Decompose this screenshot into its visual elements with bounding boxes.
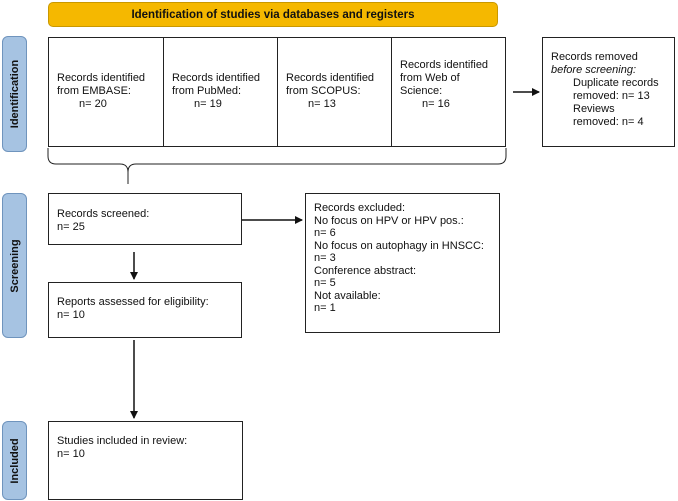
source-count: n= 13 (308, 98, 336, 110)
source-count: n= 20 (79, 98, 107, 110)
source-label-line: from SCOPUS: (286, 85, 361, 97)
excluded-line: n= 3 (314, 252, 336, 264)
included-count: n= 10 (57, 448, 85, 460)
excluded-line: n= 1 (314, 302, 336, 314)
source-label-line: from Web of (400, 72, 460, 84)
phase-included: Included (2, 421, 27, 500)
excluded-line: n= 5 (314, 277, 336, 289)
assessed-label: Reports assessed for eligibility: (57, 296, 209, 308)
sources-brace (47, 148, 507, 184)
source-label-line: Records identified (57, 72, 146, 84)
source-label-line: from EMBASE: (57, 85, 131, 97)
included-label: Studies included in review: (57, 435, 188, 447)
source-count: n= 19 (194, 98, 222, 110)
records-screened-box: Records screened: n= 25 (48, 193, 242, 245)
source-box-web-of-science: Records identified from Web of Science: … (391, 37, 506, 147)
identification-banner: Identification of studies via databases … (48, 2, 498, 27)
source-box-pubmed: Records identified from PubMed: n= 19 (163, 37, 278, 147)
records-excluded-box: Records excluded: No focus on HPV or HPV… (305, 193, 500, 333)
removed-title: Records removed (551, 51, 638, 63)
source-label-line: from PubMed: (172, 85, 242, 97)
source-box-embase: Records identified from EMBASE: n= 20 (48, 37, 164, 147)
records-removed-box: Records removed before screening: Duplic… (542, 37, 675, 147)
removed-reviews-label: Reviews (573, 103, 615, 115)
excluded-line: No focus on autophagy in HNSCC: (314, 239, 484, 252)
removed-subtitle: before screening: (551, 64, 636, 76)
removed-reviews-value: removed: n= 4 (573, 116, 644, 128)
source-box-scopus: Records identified from SCOPUS: n= 13 (277, 37, 392, 147)
assessed-count: n= 10 (57, 309, 85, 321)
phase-identification: Identification (2, 36, 27, 152)
screened-label: Records screened: (57, 208, 150, 220)
excluded-line: Records excluded: (314, 202, 406, 214)
source-label-line: Science: (400, 85, 443, 97)
excluded-line: No focus on HPV or HPV pos.: (314, 214, 464, 227)
studies-included-box: Studies included in review: n= 10 (48, 421, 243, 500)
source-label-line: Records identified (400, 59, 489, 71)
phase-screening: Screening (2, 193, 27, 338)
excluded-line: n= 6 (314, 227, 336, 239)
removed-duplicate-label: Duplicate records (573, 77, 659, 89)
excluded-line: Not available: (314, 289, 381, 302)
source-label-line: Records identified (172, 72, 261, 84)
removed-duplicate-value: removed: n= 13 (573, 90, 650, 102)
source-label-line: Records identified (286, 72, 375, 84)
excluded-line: Conference abstract: (314, 264, 417, 277)
reports-assessed-box: Reports assessed for eligibility: n= 10 (48, 282, 242, 338)
source-count: n= 16 (422, 98, 450, 110)
screened-count: n= 25 (57, 221, 85, 233)
